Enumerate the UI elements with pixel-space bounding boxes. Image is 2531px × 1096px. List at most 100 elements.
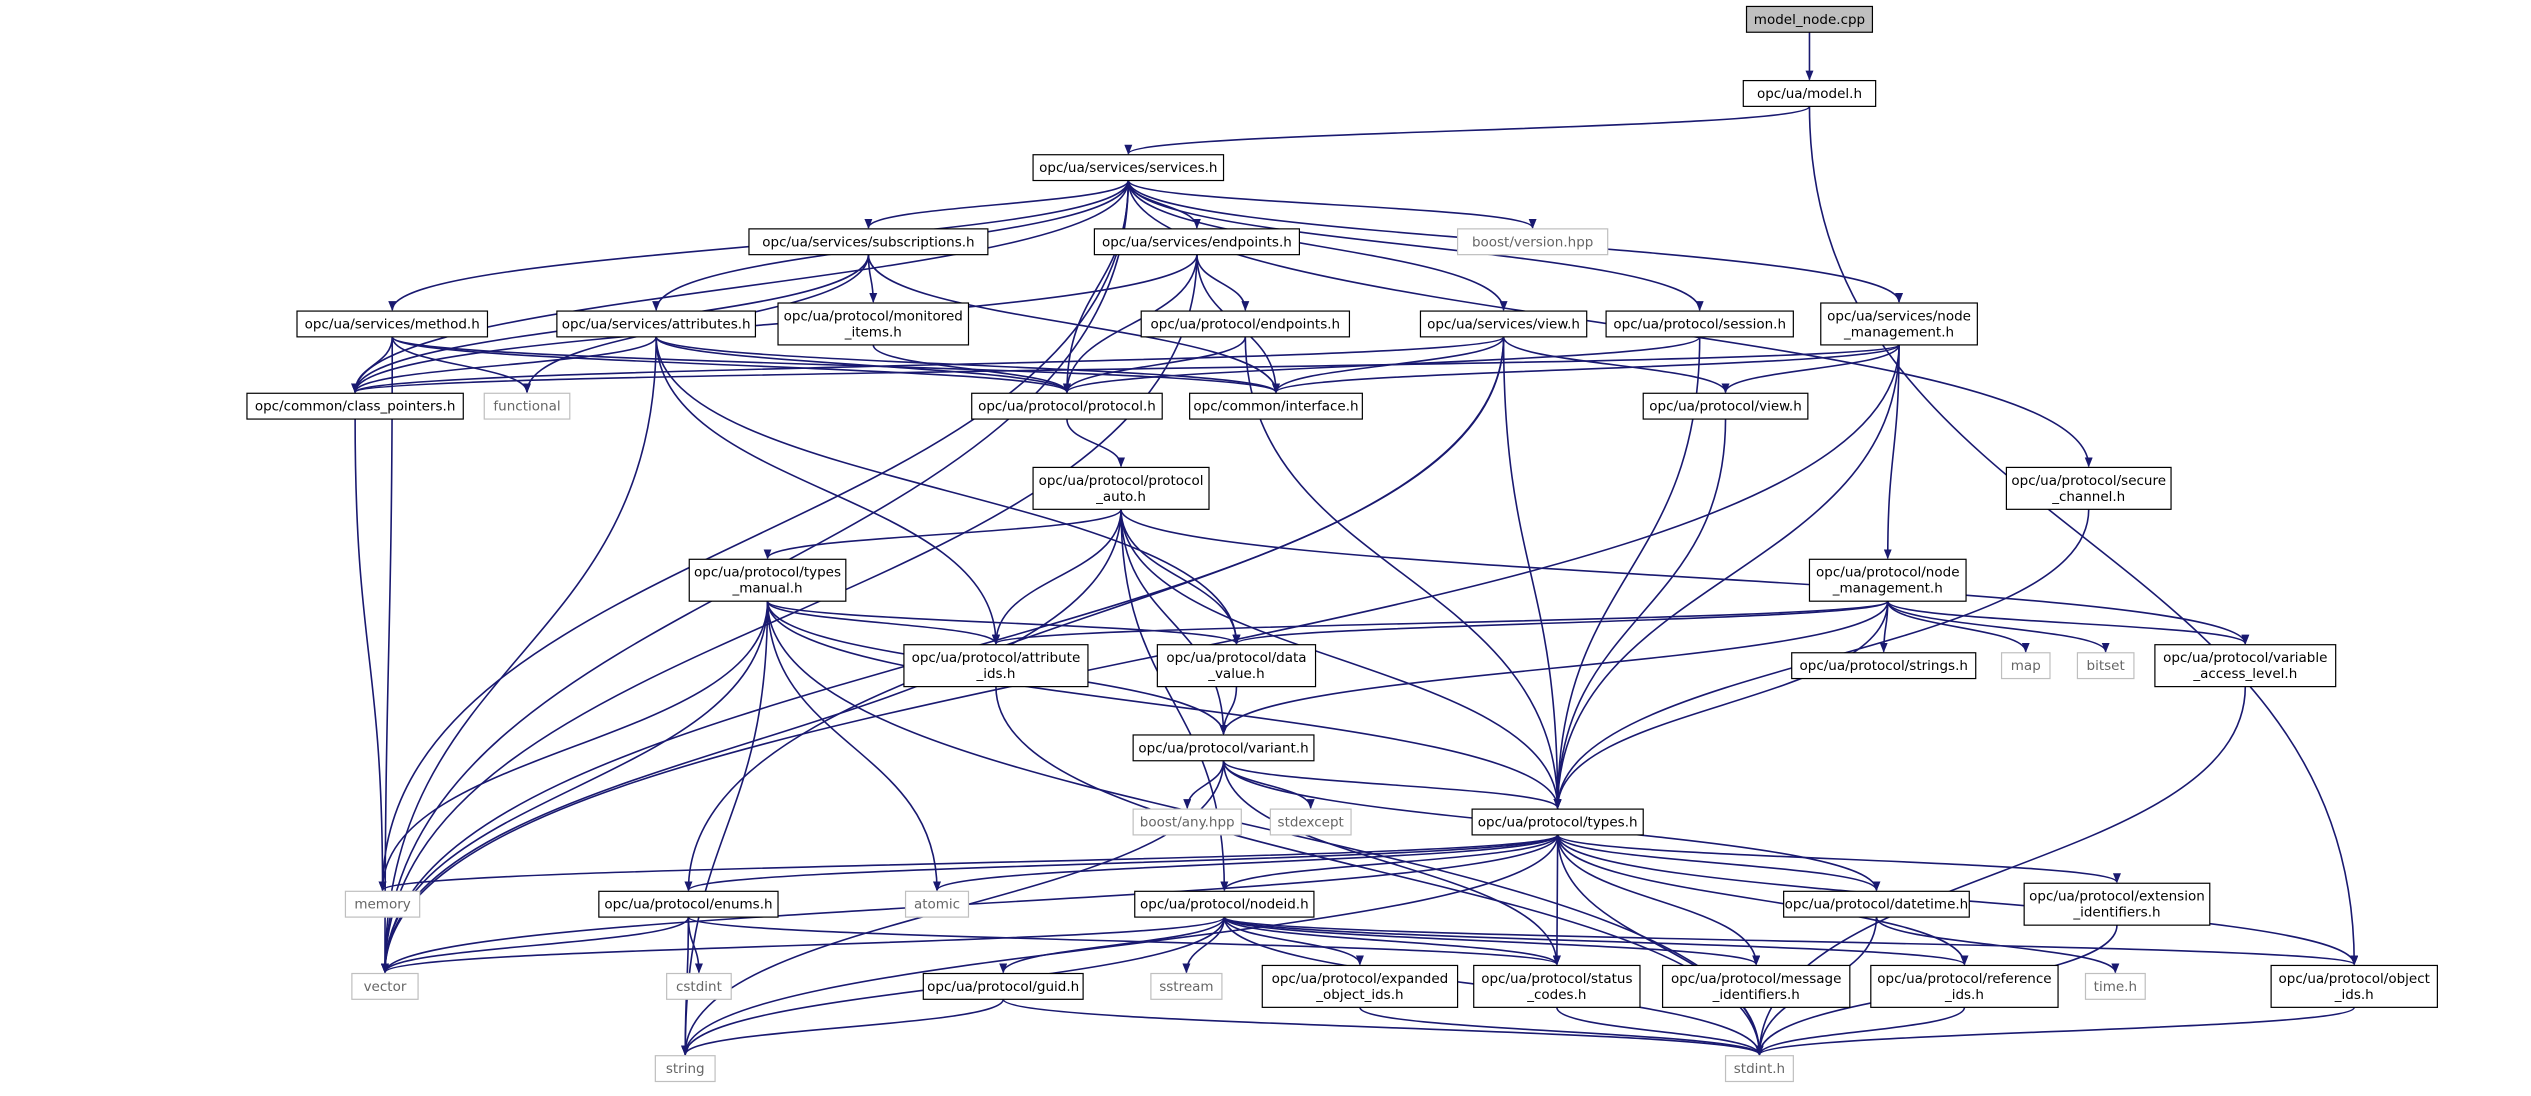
edge-services_h-to-class_pointers_h [351, 180, 1130, 394]
node-view-svc-h[interactable]: opc/ua/services/view.h [1419, 310, 1588, 338]
node-node-mgmt-proto-h[interactable]: opc/ua/protocol/node_management.h [1808, 558, 1967, 602]
node-vector: vector [351, 972, 419, 1000]
node-variant-h[interactable]: opc/ua/protocol/variant.h [1132, 734, 1315, 762]
node-box [1261, 964, 1459, 1008]
node-box [1471, 808, 1644, 836]
node-box [1661, 964, 1851, 1008]
edge-node_mgmt_proto_h-to-types_h [1553, 601, 1889, 810]
edge-node_mgmt_proto_h-to-variable_access_level_h [1886, 600, 2250, 645]
node-guid-h[interactable]: opc/ua/protocol/guid.h [922, 972, 1084, 1000]
node-box [2000, 652, 2051, 680]
node-services-h[interactable]: opc/ua/services/services.h [1032, 154, 1225, 182]
node-label: opc/ua/protocol/object [2279, 971, 2430, 987]
node-status-codes-h[interactable]: opc/ua/protocol/status_codes.h [1473, 964, 1641, 1008]
edge-types_manual_h-to-memory [378, 601, 769, 892]
node-box [1093, 228, 1300, 256]
node-method-h[interactable]: opc/ua/services/method.h [296, 310, 489, 338]
edge-services_h-to-subscriptions_h [864, 180, 1130, 229]
edge-method_h-to-interface_h [391, 336, 1280, 394]
node-box [1140, 310, 1351, 338]
node-object-ids-h[interactable]: opc/ua/protocol/object_ids.h [2270, 964, 2438, 1008]
node-label: _auto.h [1095, 489, 1146, 505]
node-label: opc/ua/protocol/secure [2011, 473, 2166, 489]
node-endpoints-proto-h[interactable]: opc/ua/protocol/endpoints.h [1140, 310, 1351, 338]
node-cstdint: cstdint [666, 972, 732, 1000]
node-sstream: sstream [1150, 972, 1223, 1000]
node-node-mgmt-svc-h[interactable]: opc/ua/services/node_management.h [1820, 302, 1978, 346]
edge-types_manual_h-to-data_value_h [766, 600, 1241, 645]
node-strings-h[interactable]: opc/ua/protocol/strings.h [1791, 652, 1977, 680]
node-attributes-svc-h[interactable]: opc/ua/services/attributes.h [556, 310, 757, 338]
node-label: _management.h [1832, 581, 1943, 597]
edge-types_manual_h-to-string [681, 601, 769, 1056]
edge-attributes_svc_h-to-interface_h [655, 336, 1280, 394]
edge-types_h-to-enums_h [684, 834, 1559, 892]
node-bitset: bitset [2076, 652, 2135, 680]
edge-types_h-to-reference_ids_h [1556, 834, 1969, 966]
node-reference-ids-h[interactable]: opc/ua/protocol/reference_ids.h [1870, 964, 2059, 1008]
node-label: opc/ua/protocol/datetime.h [1785, 897, 1969, 913]
edge-view_proto_h-to-types_h [1553, 419, 1727, 810]
node-label: opc/ua/services/node [1827, 308, 1971, 324]
edge-protocol_auto_h-to-variable_access_level_h [1120, 509, 2250, 645]
node-box [2270, 964, 2438, 1008]
node-data-value-h[interactable]: opc/ua/protocol/data_value.h [1156, 644, 1317, 688]
node-boost-any: boost/any.hpp [1132, 808, 1242, 836]
node-extension-identifiers-h[interactable]: opc/ua/protocol/extension_identifiers.h [2023, 882, 2211, 926]
node-box [246, 392, 464, 420]
node-box [1605, 310, 1794, 338]
node-secure-channel-h[interactable]: opc/ua/protocol/secure_channel.h [2005, 466, 2172, 510]
edge-types_manual_h-to-atomic [766, 601, 942, 892]
node-label: opc/ua/protocol/attribute [912, 650, 1081, 666]
node-datetime-h[interactable]: opc/ua/protocol/datetime.h [1783, 890, 1970, 918]
node-label: opc/ua/services/endpoints.h [1102, 234, 1292, 250]
node-subscriptions-h[interactable]: opc/ua/services/subscriptions.h [748, 228, 989, 256]
node-box [2023, 882, 2211, 926]
node-endpoints-svc-h[interactable]: opc/ua/services/endpoints.h [1093, 228, 1300, 256]
node-label: _management.h [1843, 324, 1954, 340]
node-expanded-object-ids-h[interactable]: opc/ua/protocol/expanded_object_ids.h [1261, 964, 1459, 1008]
node-message-identifiers-h[interactable]: opc/ua/protocol/message_identifiers.h [1661, 964, 1851, 1008]
node-monitored-items-h[interactable]: opc/ua/protocol/monitored_items.h [777, 302, 970, 346]
node-box [666, 972, 732, 1000]
edge-enums_h-to-vector [381, 916, 690, 974]
node-label: sstream [1159, 979, 1213, 995]
node-nodeid-h[interactable]: opc/ua/protocol/nodeid.h [1134, 890, 1315, 918]
node-model-node-cpp[interactable]: model_node.cpp [1745, 5, 1874, 33]
node-label: _ids.h [1944, 987, 1984, 1003]
node-box [1820, 302, 1978, 346]
node-label: opc/ua/services/subscriptions.h [762, 234, 974, 250]
node-class-pointers-h[interactable]: opc/common/class_pointers.h [246, 392, 464, 420]
node-view-proto-h[interactable]: opc/ua/protocol/view.h [1642, 392, 1809, 420]
node-label: _manual.h [731, 581, 802, 597]
node-box [351, 972, 419, 1000]
node-protocol-h[interactable]: opc/ua/protocol/protocol.h [971, 392, 1163, 420]
node-box [1870, 964, 2059, 1008]
node-label: opc/ua/protocol/protocol.h [978, 399, 1156, 415]
node-attribute-ids-h[interactable]: opc/ua/protocol/attribute_ids.h [903, 644, 1089, 688]
node-stdint-h: stdint.h [1724, 1055, 1794, 1083]
node-label: opc/ua/services/services.h [1039, 160, 1217, 176]
edge-endpoints_svc_h-to-endpoints_proto_h [1196, 254, 1250, 312]
node-label: opc/ua/protocol/node [1816, 565, 1959, 581]
node-types-manual-h[interactable]: opc/ua/protocol/types_manual.h [688, 558, 847, 602]
node-variable-access-level-h[interactable]: opc/ua/protocol/variable_access_level.h [2154, 644, 2337, 688]
edge-nodeid_h-to-expanded_object_ids_h [1223, 916, 1364, 966]
node-label: opc/ua/protocol/strings.h [1800, 658, 1968, 674]
node-box [1156, 644, 1317, 688]
edge-object_ids_h-to-stdint_h [1755, 1006, 2356, 1056]
node-label: _ids.h [2334, 987, 2374, 1003]
node-label: atomic [914, 897, 960, 913]
node-protocol-auto-h[interactable]: opc/ua/protocol/protocol_auto.h [1032, 466, 1210, 510]
edge-node_mgmt_svc_h-to-interface_h [1272, 344, 1900, 394]
node-box [1808, 558, 1967, 602]
edge-node_mgmt_svc_h-to-vector [381, 344, 1900, 974]
node-session-h[interactable]: opc/ua/protocol/session.h [1605, 310, 1794, 338]
node-enums-h[interactable]: opc/ua/protocol/enums.h [598, 890, 779, 918]
node-interface-h[interactable]: opc/common/interface.h [1189, 392, 1363, 420]
edge-node_mgmt_proto_h-to-bitset [1886, 600, 2110, 653]
node-types-h[interactable]: opc/ua/protocol/types.h [1471, 808, 1644, 836]
node-label: _identifiers.h [1712, 987, 1800, 1003]
edge-protocol_auto_h-to-types_manual_h [763, 508, 1122, 560]
node-model-h[interactable]: opc/ua/model.h [1742, 79, 1877, 107]
